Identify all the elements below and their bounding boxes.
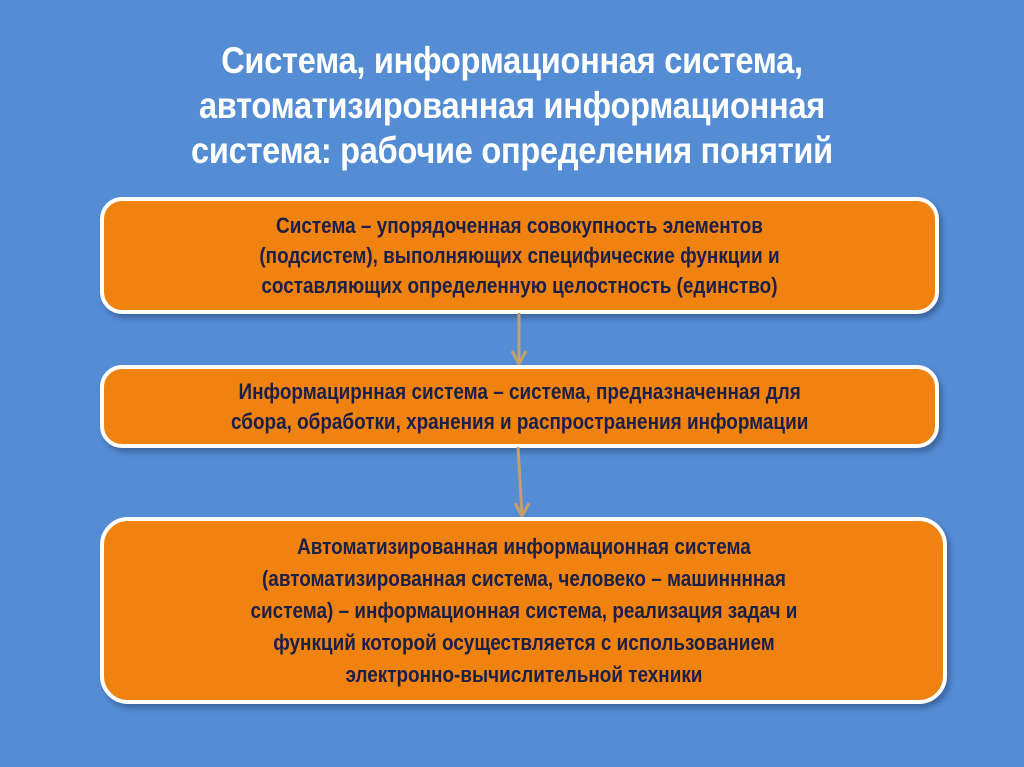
definition-box-system: Система – упорядоченная совокупность эле… [100, 197, 939, 314]
definition-text-system: Система – упорядоченная совокупность эле… [259, 212, 780, 298]
title-line-3: система: рабочие определения понятий [191, 130, 833, 171]
arrow-down-icon [513, 447, 531, 519]
definition-text-information-system: Информацирнная система – система, предна… [230, 378, 809, 434]
title-line-2: автоматизированная информационная [198, 85, 826, 126]
arrow-down-icon [510, 313, 528, 367]
definition-box-information-system: Информацирнная система – система, предна… [100, 365, 939, 448]
slide-title: Система, информационная система, автомат… [97, 38, 928, 173]
title-line-1: Система, информационная система, [221, 40, 803, 81]
definition-text-automated-information-system: Автоматизированная информационная систем… [250, 533, 797, 687]
definition-box-automated-information-system: Автоматизированная информационная систем… [100, 517, 947, 704]
